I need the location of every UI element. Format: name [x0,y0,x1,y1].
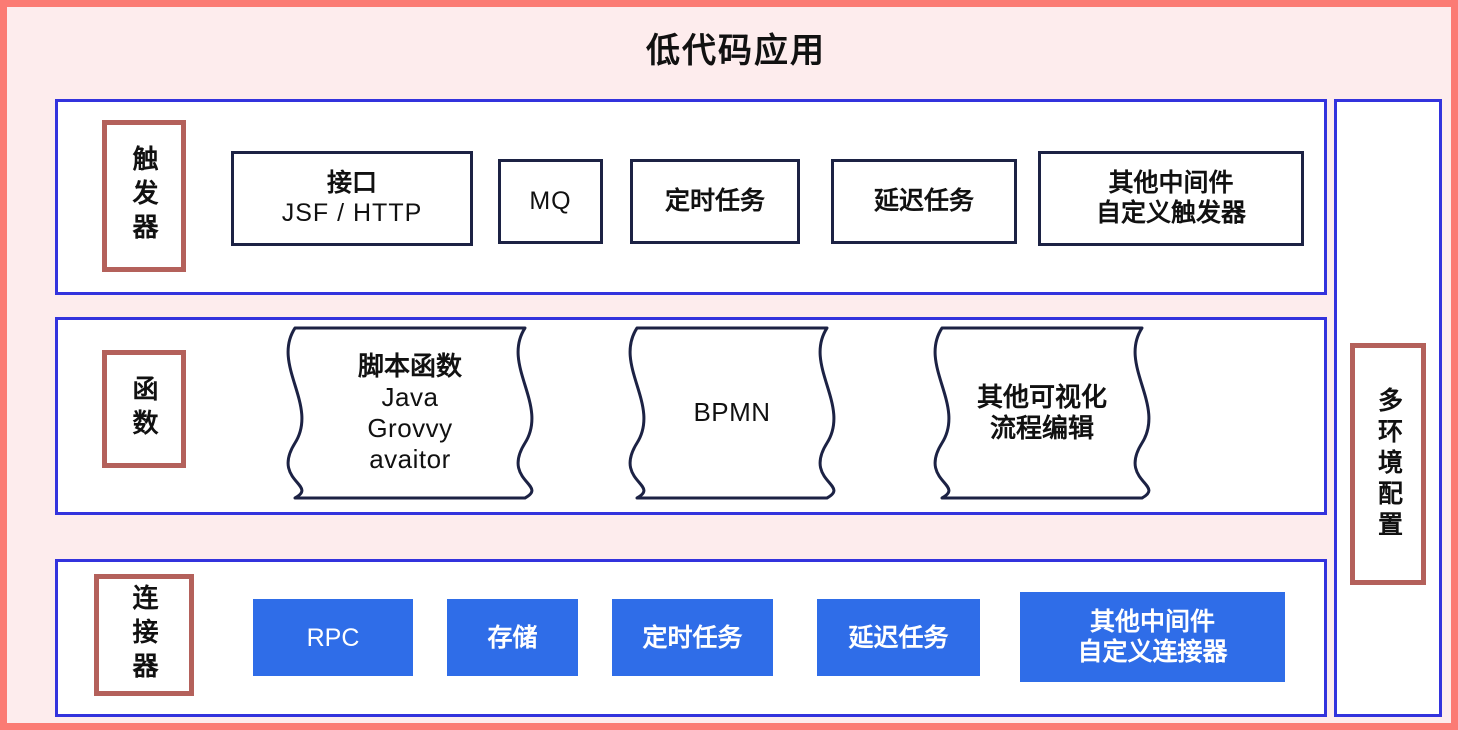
trigger-item-other-middleware-title: 其他中间件 [1108,169,1234,197]
trigger-item-api-subtitle: JSF / HTTP [281,198,423,227]
connector-item-other-middleware-title: 其他中间件 [1089,608,1215,636]
category-label-multi-environment-text: 多环境配置 [1374,386,1403,542]
category-label-connector: 连接器 [94,574,194,696]
category-label-connector-text: 连接器 [129,584,159,686]
connector-item-cron[interactable]: 定时任务 [612,599,773,676]
function-item-bpmn[interactable]: BPMN [607,325,857,501]
connector-item-other-middleware[interactable]: 其他中间件 自定义连接器 [1020,592,1285,682]
connector-item-rpc[interactable]: RPC [253,599,413,676]
trigger-item-cron-title: 定时任务 [664,186,765,215]
wave-shape-icon [628,326,836,500]
function-item-visual-flow[interactable]: 其他可视化 流程编辑 [912,325,1172,501]
connector-item-delay[interactable]: 延迟任务 [817,599,980,676]
category-label-trigger-text: 触发器 [129,145,159,247]
trigger-item-other-middleware[interactable]: 其他中间件 自定义触发器 [1038,151,1304,246]
category-label-function: 函数 [102,350,186,468]
trigger-item-delay-title: 延迟任务 [873,186,974,215]
function-item-script[interactable]: 脚本函数 Java Grovvy avaitor [265,325,555,501]
category-label-trigger: 触发器 [102,120,186,272]
connector-item-rpc-title: RPC [306,623,360,652]
category-label-function-text: 函数 [129,375,159,443]
wave-shape-icon [933,326,1151,500]
connector-item-delay-title: 延迟任务 [848,623,949,652]
connector-item-cron-title: 定时任务 [642,623,743,652]
trigger-item-api-title: 接口 [326,169,377,197]
connector-item-other-middleware-subtitle: 自定义连接器 [1077,638,1228,666]
trigger-item-delay[interactable]: 延迟任务 [831,159,1017,244]
page-title: 低代码应用 [646,32,826,70]
trigger-item-mq-title: MQ [529,186,572,215]
trigger-item-mq[interactable]: MQ [498,159,603,244]
wave-shape-icon [286,326,534,500]
connector-item-storage[interactable]: 存储 [447,599,578,676]
category-label-multi-environment: 多环境配置 [1350,343,1426,585]
trigger-item-other-middleware-subtitle: 自定义触发器 [1095,198,1246,227]
trigger-item-api[interactable]: 接口 JSF / HTTP [231,151,473,246]
trigger-item-cron[interactable]: 定时任务 [630,159,800,244]
connector-item-storage-title: 存储 [487,623,538,652]
